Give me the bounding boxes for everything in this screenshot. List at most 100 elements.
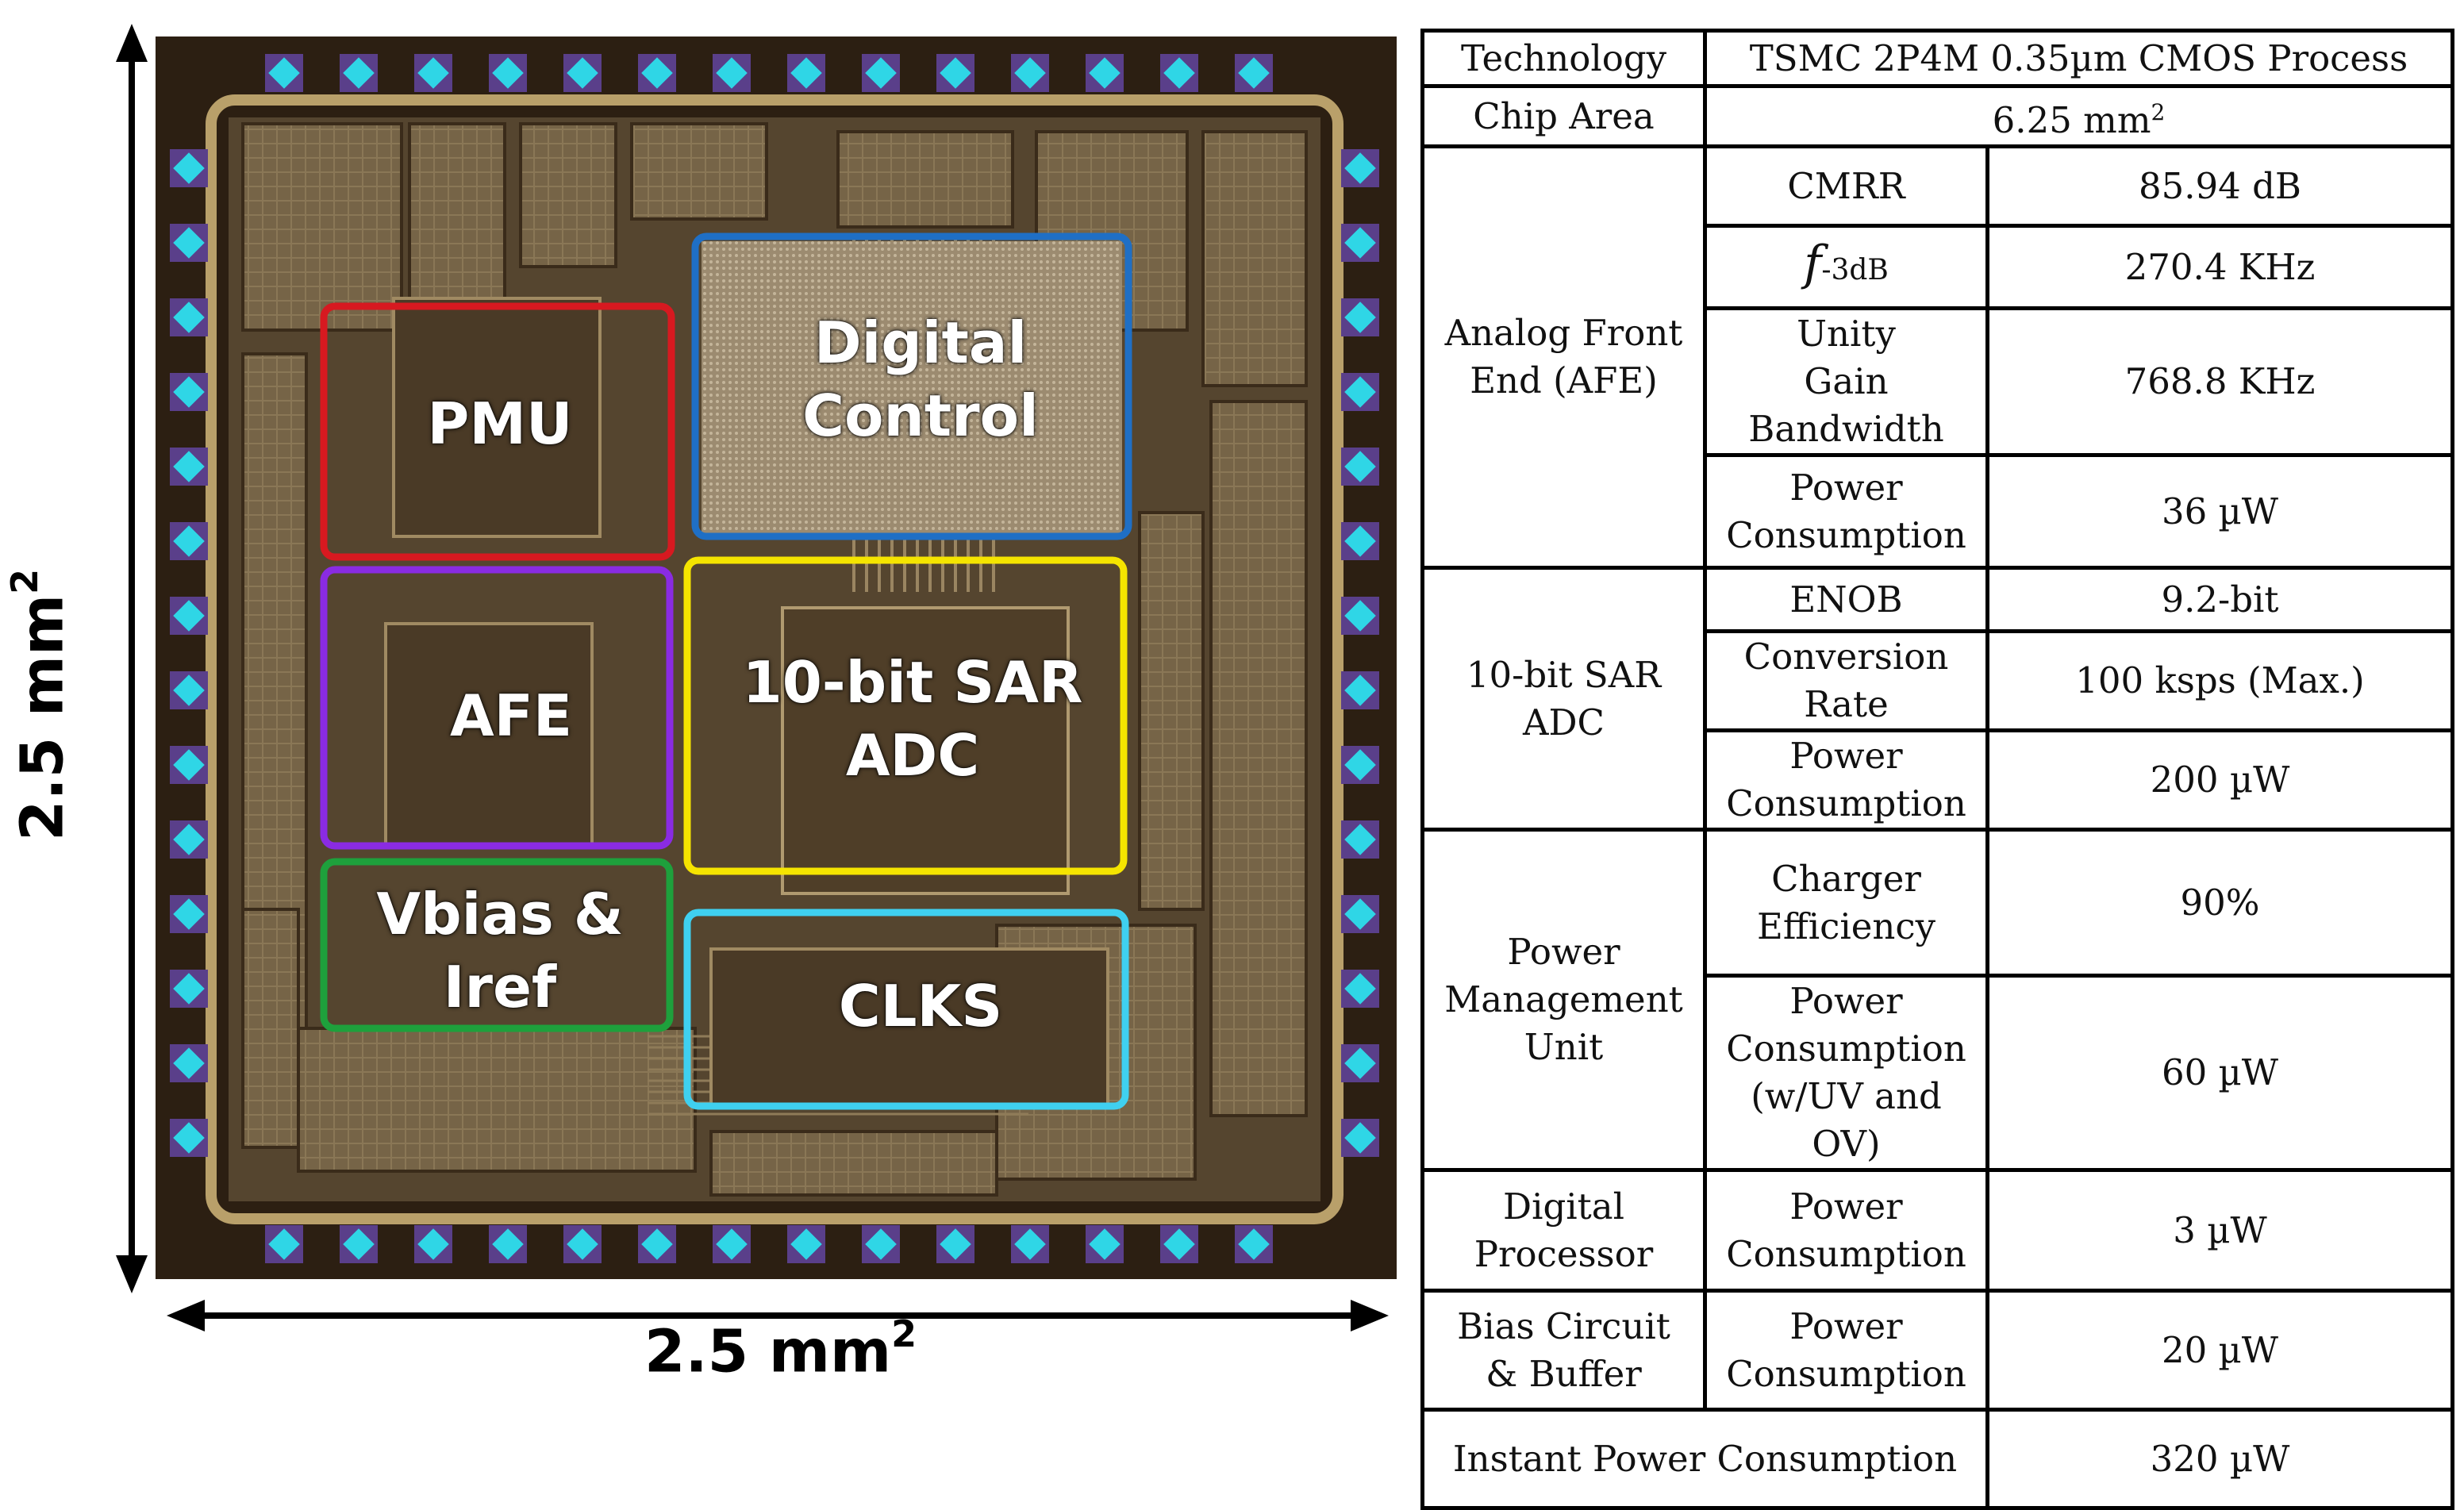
bias-power-label: Power Consumption: [1703, 1289, 1989, 1412]
metal-block: [709, 1130, 998, 1197]
bond-pad: [170, 820, 208, 859]
table-row: Chip Area 6.25 mm2: [1420, 84, 2454, 148]
bond-pad: [170, 597, 208, 635]
afe-group-label: Analog Front End (AFE): [1420, 144, 1707, 570]
cmrr-value: 85.94 dB: [1985, 144, 2454, 228]
bond-pad: [170, 1044, 208, 1082]
bond-pad: [1341, 671, 1379, 709]
metal-block: [630, 122, 768, 221]
bond-pad: [1341, 298, 1379, 336]
adc-group-label: 10-bit SAR ADC: [1420, 566, 1707, 832]
clks-label: CLKS: [838, 973, 1003, 1039]
bond-pad: [170, 746, 208, 784]
bond-pad: [170, 149, 208, 187]
pmu-label: PMU: [427, 390, 573, 457]
conversion-rate-value: 100 ksps (Max.): [1985, 629, 2454, 732]
bond-pad: [340, 54, 378, 92]
bond-pad: [1235, 1225, 1273, 1263]
bond-pad: [1341, 373, 1379, 411]
metal-block: [1201, 130, 1308, 387]
afe-circuit: [384, 622, 594, 847]
bond-pad: [713, 1225, 751, 1263]
vbias-iref-block-frame: [320, 858, 674, 1032]
instant-power-value: 320 µW: [1985, 1408, 2454, 1510]
bond-pad: [170, 522, 208, 560]
table-row: Unity Gain Bandwidth 768.8 KHz: [1423, 306, 2454, 457]
bond-pad: [936, 54, 974, 92]
table-row: Instant Power Consumption 320 µW: [1420, 1408, 2454, 1510]
metal-block: [241, 122, 403, 332]
bond-pad: [936, 1225, 974, 1263]
bond-pad: [862, 54, 900, 92]
bond-pad: [170, 373, 208, 411]
bond-pad: [1011, 54, 1049, 92]
bond-pad: [1341, 1044, 1379, 1082]
instant-power-label: Instant Power Consumption: [1420, 1408, 1989, 1510]
bond-pad: [1341, 970, 1379, 1008]
f3db-label: f-3dB: [1703, 224, 1989, 310]
bond-pad: [1011, 1225, 1049, 1263]
metal-structures: [241, 122, 1308, 1197]
seal-ring: [206, 94, 1343, 1224]
bond-pad: [1160, 54, 1198, 92]
chip-micrograph: PMU Digital Control AFE 10-bit SAR ADC V…: [156, 37, 1397, 1279]
metal-block: [408, 122, 506, 316]
enob-label: ENOB: [1703, 566, 1989, 633]
table-row: Power Consumption (w/UV and OV) 60 µW: [1423, 974, 2454, 1172]
bond-pad: [1341, 224, 1379, 262]
adc-power-label: Power Consumption: [1703, 728, 1989, 832]
bond-pad: [862, 1225, 900, 1263]
bond-pad: [1341, 597, 1379, 635]
bond-pad: [787, 54, 825, 92]
afe-power-value: 36 µW: [1985, 453, 2454, 570]
chip-area-label: Chip Area: [1420, 84, 1707, 148]
sar-adc-block-frame: [683, 556, 1128, 875]
bond-pad: [170, 1119, 208, 1157]
ugb-value: 768.8 KHz: [1985, 306, 2454, 457]
metal-block: [519, 122, 617, 268]
bond-pads: [170, 54, 1379, 1263]
bond-pad: [265, 54, 303, 92]
vertical-dimension-label: 2.5 mm2: [3, 568, 77, 841]
table-row: Analog Front End (AFE) CMRR 85.94 dB: [1420, 144, 2454, 570]
table-row: Power Consumption 36 µW: [1423, 453, 2454, 570]
ugb-label: Unity Gain Bandwidth: [1703, 306, 1989, 457]
bond-pad: [170, 970, 208, 1008]
conversion-rate-label: Conversion Rate: [1703, 629, 1989, 732]
bond-pad: [638, 54, 676, 92]
bond-pad: [414, 1225, 452, 1263]
pmu-block-frame: [320, 302, 675, 561]
chip-layout-graphic: [156, 37, 1397, 1279]
bond-pad: [1341, 820, 1379, 859]
bond-pad: [170, 448, 208, 486]
bias-group-label: Bias Circuit & Buffer: [1420, 1289, 1707, 1412]
charger-efficiency-label: Charger Efficiency: [1703, 828, 1989, 978]
table-row: f-3dB 270.4 KHz: [1423, 224, 2454, 310]
bond-pad: [265, 1225, 303, 1263]
digital-power-value: 3 µW: [1985, 1168, 2454, 1293]
technology-label: Technology: [1420, 29, 1707, 88]
table-row: Bias Circuit & Buffer Power Consumption …: [1420, 1289, 2454, 1412]
bond-pad: [1341, 895, 1379, 933]
enob-value: 9.2-bit: [1985, 566, 2454, 633]
bond-pad: [170, 895, 208, 933]
bond-pad: [170, 298, 208, 336]
bond-pad: [563, 1225, 602, 1263]
bond-pad: [713, 54, 751, 92]
table-row: Power Management Unit Charger Efficiency…: [1420, 828, 2454, 1172]
bond-pad: [1341, 1119, 1379, 1157]
table-row: Conversion Rate 100 ksps (Max.): [1423, 629, 2454, 732]
pmu-circuit: [392, 297, 602, 538]
pmu-group-label: Power Management Unit: [1420, 828, 1707, 1172]
bias-power-value: 20 µW: [1985, 1289, 2454, 1412]
bond-pad: [170, 671, 208, 709]
metal-block: [836, 130, 1014, 229]
bond-pad: [1341, 522, 1379, 560]
vertical-arrow-head-bottom: [116, 1255, 148, 1293]
charger-efficiency-value: 90%: [1985, 828, 2454, 978]
digital-power-label: Power Consumption: [1703, 1168, 1989, 1293]
digital-group-label: Digital Processor: [1420, 1168, 1707, 1293]
bond-pad: [1086, 1225, 1124, 1263]
block-frames: [320, 232, 1132, 1110]
adc-circuit: [781, 606, 1070, 895]
